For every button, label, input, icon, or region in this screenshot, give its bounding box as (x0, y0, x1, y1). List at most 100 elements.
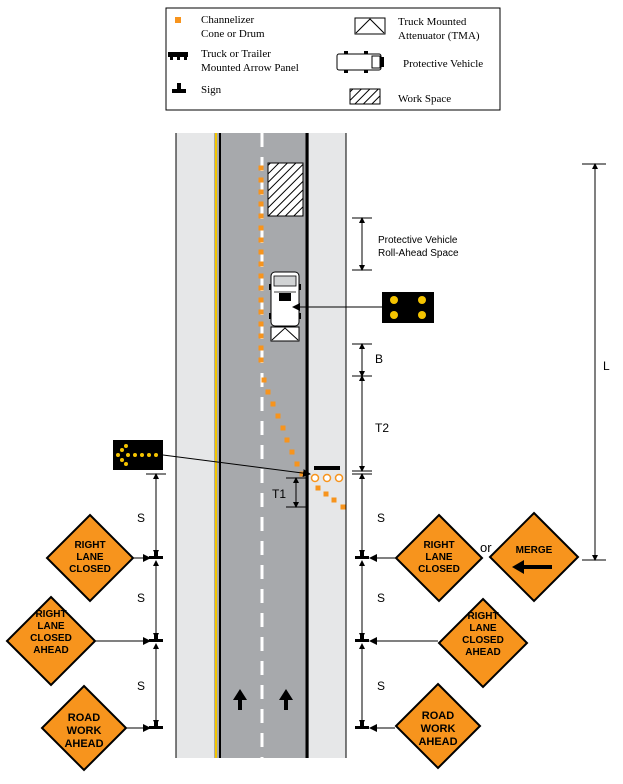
caution-arrow-panel-callout (292, 292, 434, 323)
cone (265, 389, 271, 395)
right-shoulder (309, 133, 346, 758)
legend-arrow-panel-icon (168, 52, 188, 60)
sign-right-right-lane-closed: RIGHT LANE CLOSED (369, 513, 484, 603)
dimension-b-label: B (375, 352, 383, 366)
sign-left-3-line-2: WORK (67, 725, 102, 737)
sign-right-2-line-3: CLOSED (462, 635, 504, 646)
sign-right-2-line-4: AHEAD (465, 647, 501, 658)
cone (258, 237, 264, 243)
sign-post-left-3 (149, 721, 163, 729)
or-text: or (480, 540, 492, 555)
sign-right-1-line-1: RIGHT (423, 540, 454, 551)
dimension-b: B (352, 343, 383, 377)
cone (258, 261, 264, 267)
sign-post-right-2 (355, 634, 369, 642)
cone (258, 249, 264, 255)
work-space-area (267, 162, 304, 217)
cone (275, 413, 281, 419)
channelizer-cones (258, 165, 346, 510)
legend-sign-icon (172, 83, 186, 93)
dimension-t2-label: T2 (375, 421, 389, 435)
sign-left-3-line-1: ROAD (68, 712, 100, 724)
cone (258, 201, 264, 207)
cone (270, 401, 276, 407)
legend-arrow-panel-2: Mounted Arrow Panel (201, 62, 299, 74)
direction-arrow-right-lane (279, 689, 293, 710)
sign-post-left-1 (149, 551, 163, 559)
sign-right-1-line-3: CLOSED (418, 564, 460, 575)
cone (258, 189, 264, 195)
roll-ahead-label-2: Roll-Ahead Space (378, 248, 459, 259)
cone (284, 437, 290, 443)
sign-left-right-lane-closed: RIGHT LANE CLOSED (45, 513, 151, 603)
sign-right-2-line-2: LANE (469, 623, 497, 634)
dimension-s-left: S S S (137, 473, 166, 726)
sign-left-3-line-3: AHEAD (64, 738, 103, 750)
legend-arrow-panel-1: Truck or Trailer (201, 48, 271, 60)
sign-post-left-2 (149, 634, 163, 642)
cone (294, 461, 300, 467)
sign-right-right-lane-closed-ahead: RIGHT LANE CLOSED AHEAD (369, 597, 529, 689)
dimension-s-right: S S S (352, 473, 385, 726)
cone (331, 497, 337, 503)
legend-work-space-label: Work Space (398, 93, 451, 105)
sign-right-3-line-1: ROAD (422, 710, 454, 722)
roll-ahead-label-1: Protective Vehicle (378, 235, 458, 246)
cone (258, 309, 264, 315)
sign-merge-label: MERGE (516, 545, 553, 556)
sign-left-1-line-2: LANE (76, 552, 104, 563)
sign-left-2-line-1: RIGHT (35, 609, 66, 620)
sign-left-right-lane-closed-ahead: RIGHT LANE CLOSED AHEAD (5, 595, 151, 687)
merge-arrow-icon (512, 560, 552, 574)
cone (323, 491, 329, 497)
cone (340, 504, 346, 510)
legend-cone-icon (175, 17, 181, 23)
arrow-panel-on-vehicle (279, 293, 291, 301)
sign-post-right-1 (355, 551, 369, 559)
legend-sign-label: Sign (201, 84, 222, 96)
s-label-right-1: S (377, 511, 385, 525)
cone (258, 297, 264, 303)
s-label-right-2: S (377, 591, 385, 605)
cone (258, 165, 264, 171)
cone (258, 213, 264, 219)
cone (258, 285, 264, 291)
cone (258, 273, 264, 279)
legend: Channelizer Cone or Drum Truck or Traile… (165, 7, 501, 111)
direction-arrow-left-lane (233, 689, 247, 710)
legend-protective-vehicle-label: Protective Vehicle (403, 58, 483, 70)
legend-channelizer-1: Channelizer (201, 14, 254, 26)
roadway (175, 133, 347, 758)
cone (258, 333, 264, 339)
legend-protective-vehicle-icon (336, 51, 384, 73)
sign-posts (149, 551, 369, 729)
cone (258, 225, 264, 231)
tma-attenuator (270, 326, 300, 342)
cone (258, 177, 264, 183)
cone (261, 377, 267, 383)
sign-post-right-3 (355, 721, 369, 729)
shoulder-arrow-panel (310, 466, 344, 483)
cone (315, 485, 321, 491)
sign-right-3-line-2: WORK (421, 723, 456, 735)
legend-work-space-icon (349, 88, 381, 105)
sign-left-1-line-1: RIGHT (74, 540, 105, 551)
dimension-roll-ahead: Protective Vehicle Roll-Ahead Space (352, 217, 459, 271)
legend-channelizer-2: Cone or Drum (201, 28, 265, 40)
left-shoulder (176, 133, 214, 758)
sign-left-2-line-4: AHEAD (33, 645, 69, 656)
sign-right-3-line-3: AHEAD (418, 736, 457, 748)
dimension-l-label: L (603, 359, 610, 373)
s-label-left-1: S (137, 511, 145, 525)
cone (258, 345, 264, 351)
dimension-t1-label: T1 (272, 487, 286, 501)
legend-tma-icon (354, 17, 386, 35)
protective-vehicle (269, 271, 301, 327)
sign-left-2-line-3: CLOSED (30, 633, 72, 644)
dimension-t2: T2 (352, 375, 389, 472)
dimension-l: L (582, 163, 610, 561)
sign-right-road-work-ahead: ROAD WORK AHEAD (369, 682, 482, 770)
legend-box (165, 7, 501, 111)
cone (258, 357, 264, 363)
